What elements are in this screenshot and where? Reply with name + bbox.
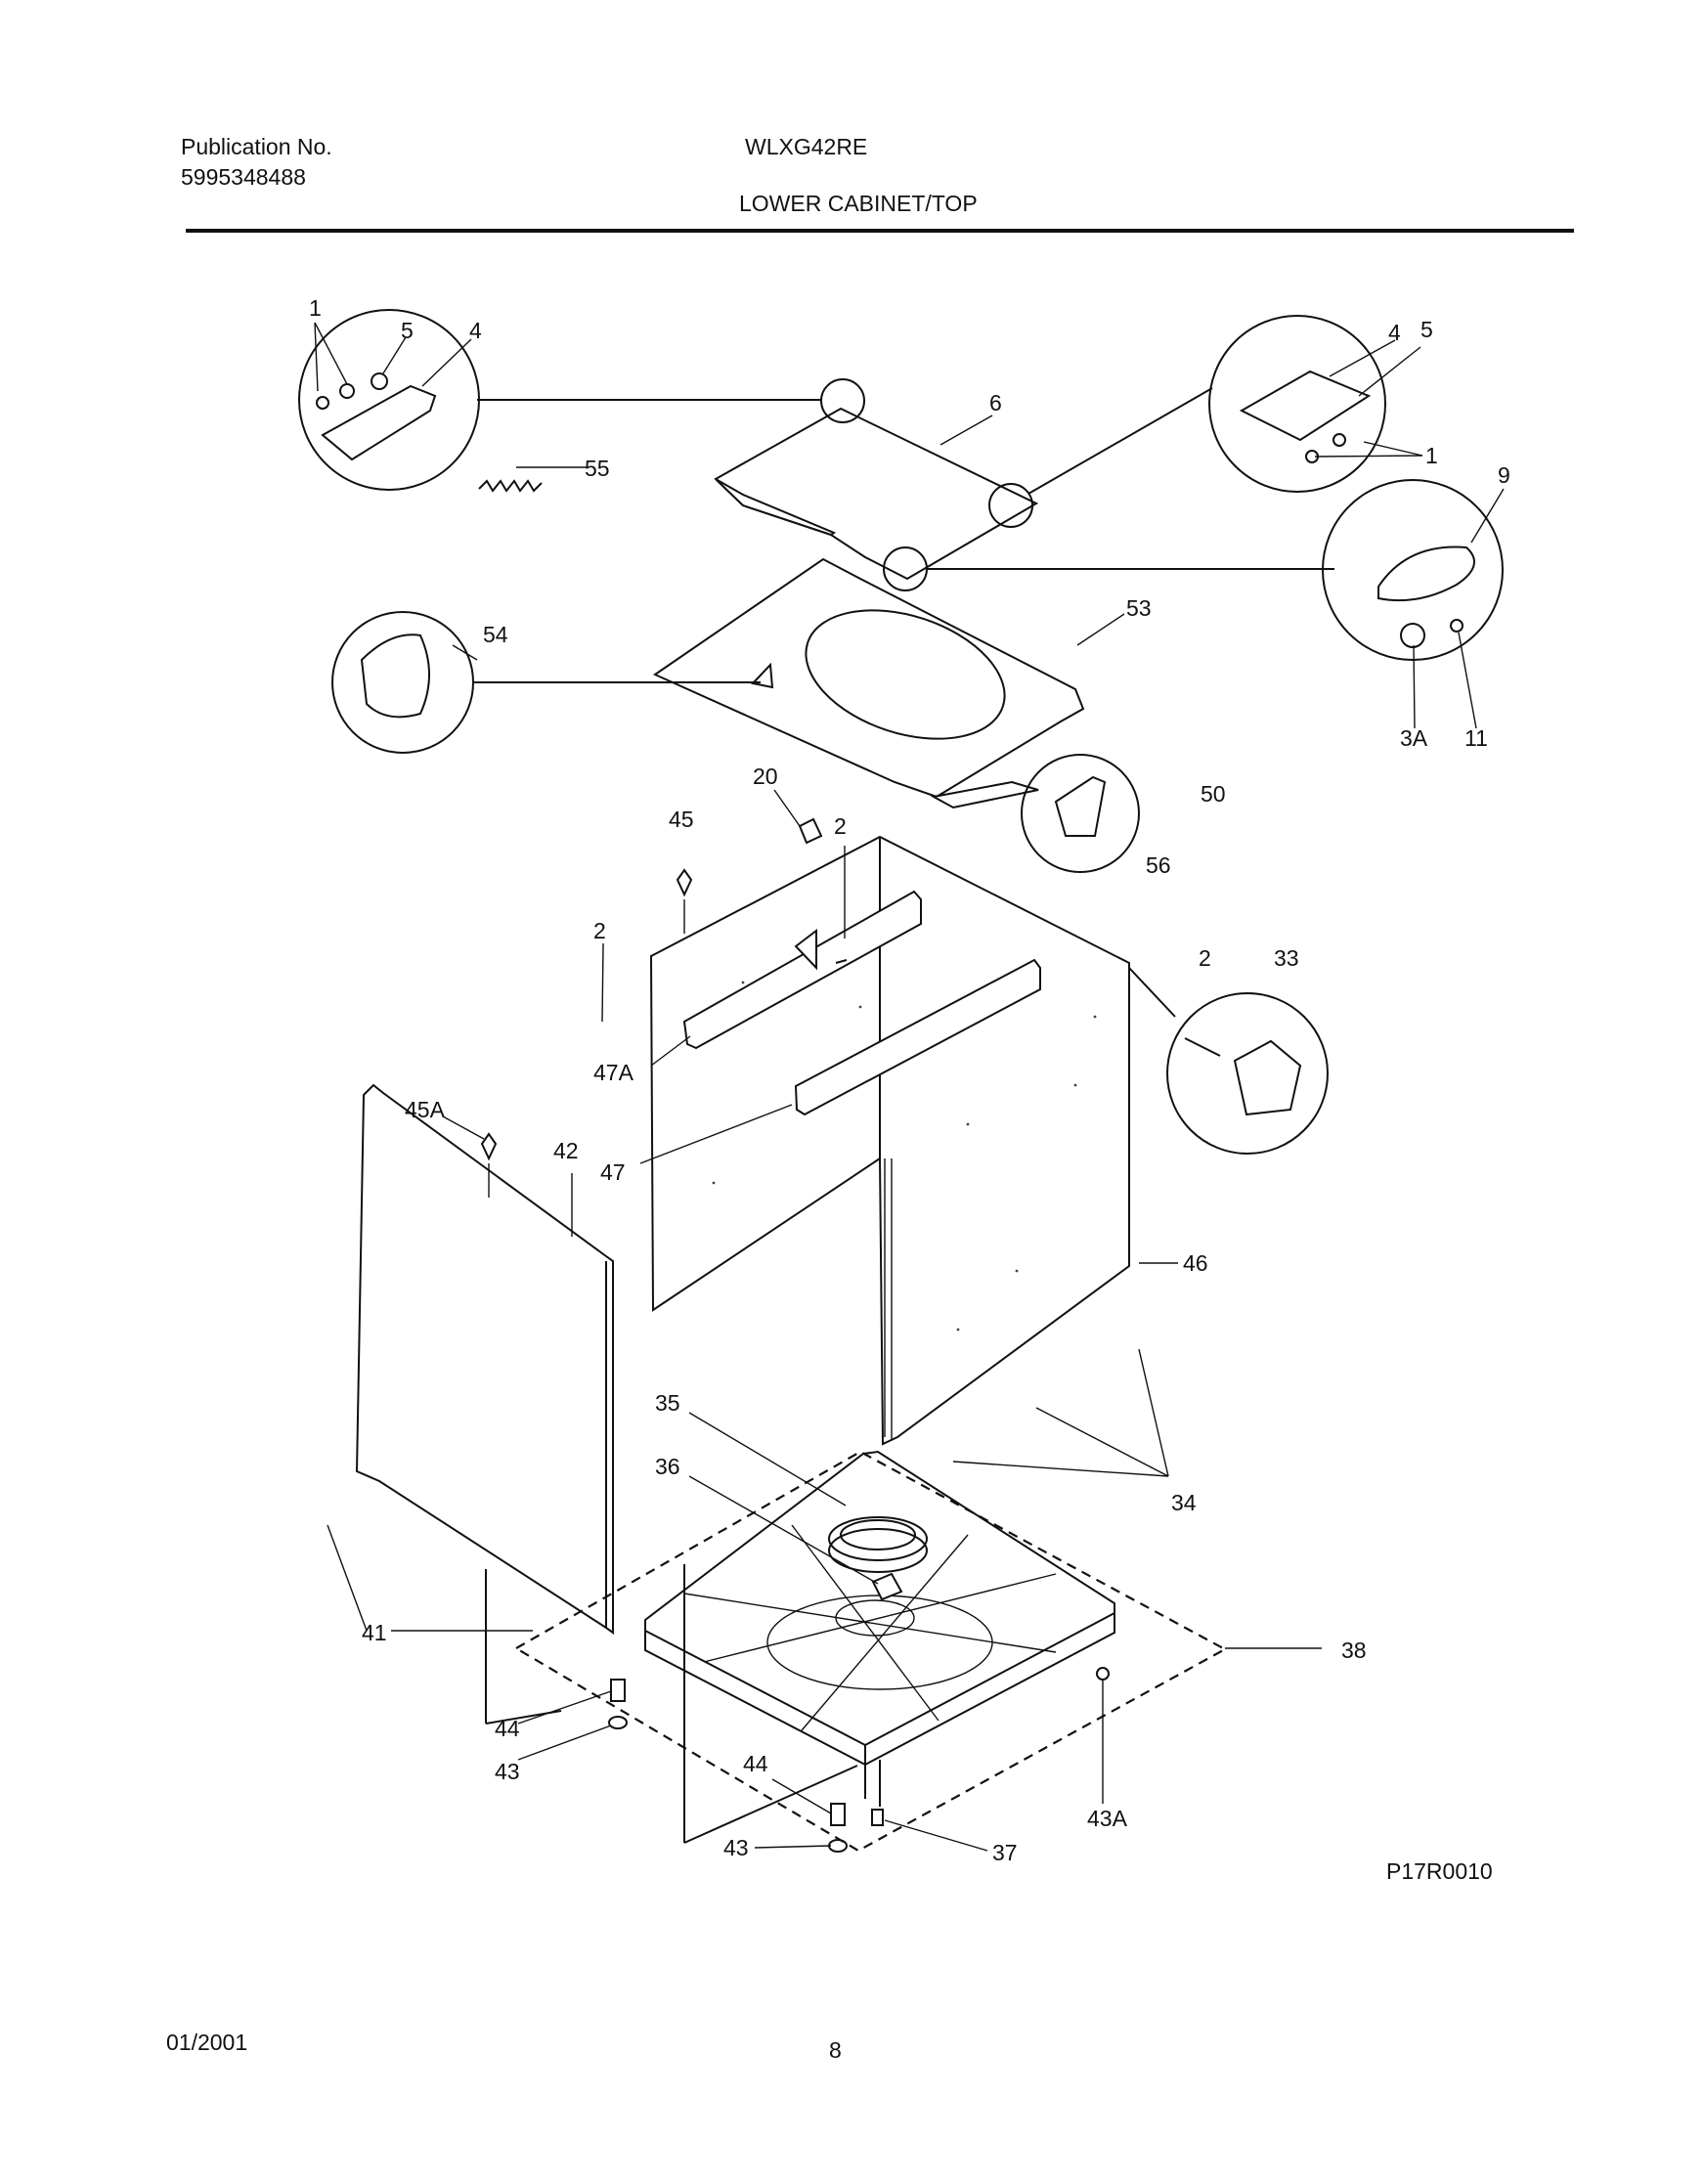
callout-47: 47 bbox=[600, 1159, 626, 1185]
callout-34: 34 bbox=[1171, 1490, 1197, 1515]
callout-33: 33 bbox=[1274, 945, 1299, 971]
callout-1: 1 bbox=[1425, 443, 1438, 468]
leader-lines bbox=[314, 322, 1505, 1852]
callout-45: 45 bbox=[669, 807, 694, 832]
callout-6: 6 bbox=[989, 390, 1002, 415]
callout-36: 36 bbox=[655, 1454, 680, 1479]
header-rule bbox=[186, 229, 1574, 233]
front-panel-42 bbox=[355, 1083, 614, 1635]
callout-44: 44 bbox=[743, 1751, 768, 1776]
footer-date: 01/2001 bbox=[166, 2030, 247, 2055]
detail-circle-pad bbox=[331, 611, 761, 754]
callout-2: 2 bbox=[834, 813, 847, 839]
callout-47A: 47A bbox=[593, 1060, 634, 1085]
callout-46: 46 bbox=[1183, 1250, 1208, 1276]
top-frame bbox=[652, 557, 1085, 809]
section-title: LOWER CABINET/TOP bbox=[739, 191, 978, 216]
callout-50: 50 bbox=[1201, 781, 1226, 807]
callout-labels: 1 5 4 55 6 4 5 1 9 54 53 3A 11 20 50 45 … bbox=[309, 295, 1510, 1865]
callout-53: 53 bbox=[1126, 595, 1152, 621]
callout-35: 35 bbox=[655, 1390, 680, 1416]
callout-5: 5 bbox=[1420, 317, 1433, 342]
callout-3A: 3A bbox=[1400, 725, 1428, 751]
callout-1: 1 bbox=[309, 295, 322, 321]
callout-37: 37 bbox=[992, 1840, 1018, 1865]
clip-20 bbox=[798, 817, 823, 845]
base-38 bbox=[608, 1450, 1115, 1853]
callout-43: 43 bbox=[723, 1835, 749, 1860]
callout-5: 5 bbox=[401, 318, 414, 343]
callout-9: 9 bbox=[1498, 462, 1510, 488]
detail-circle-33 bbox=[1128, 967, 1329, 1155]
callout-41: 41 bbox=[362, 1620, 387, 1645]
callout-38: 38 bbox=[1341, 1638, 1367, 1663]
publication-number: 5995348488 bbox=[181, 164, 306, 190]
callout-4: 4 bbox=[469, 318, 482, 343]
drawing-code: P17R0010 bbox=[1386, 1858, 1493, 1884]
callout-44: 44 bbox=[495, 1716, 520, 1741]
top-panel bbox=[477, 378, 1334, 591]
callout-43A: 43A bbox=[1087, 1806, 1128, 1831]
model-number: WLXG42RE bbox=[745, 134, 868, 159]
callout-4: 4 bbox=[1388, 320, 1401, 345]
callout-56: 56 bbox=[1146, 852, 1171, 878]
callout-11: 11 bbox=[1464, 725, 1488, 751]
callout-54: 54 bbox=[483, 622, 508, 647]
page-number: 8 bbox=[829, 2037, 842, 2063]
callout-43: 43 bbox=[495, 1759, 520, 1784]
callout-20: 20 bbox=[753, 764, 778, 789]
callout-2: 2 bbox=[1199, 945, 1211, 971]
callout-55: 55 bbox=[585, 456, 610, 481]
pin-45A bbox=[480, 1132, 498, 1161]
cabinet-46 bbox=[649, 835, 1130, 1446]
pin-45 bbox=[676, 868, 693, 897]
detail-circle-lid-switch bbox=[1322, 479, 1504, 661]
detail-circle-56 bbox=[1021, 754, 1140, 873]
callout-2: 2 bbox=[593, 918, 606, 943]
detail-circle-top-right-hinge bbox=[1208, 315, 1386, 493]
publication-label: Publication No. bbox=[181, 134, 332, 159]
callout-42: 42 bbox=[553, 1138, 579, 1163]
callout-45A: 45A bbox=[405, 1097, 446, 1122]
detail-circle-top-left-hinge bbox=[298, 309, 480, 491]
spring-55 bbox=[478, 479, 543, 493]
